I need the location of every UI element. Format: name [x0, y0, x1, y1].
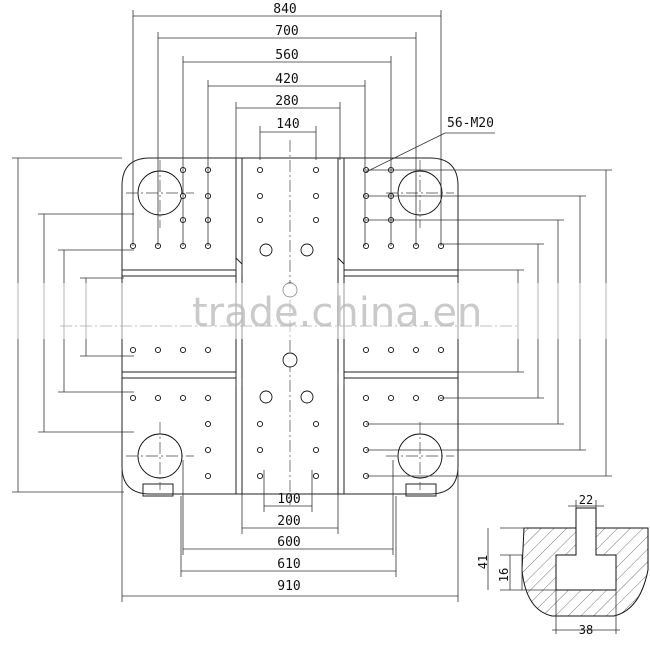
- dim-140: 140: [276, 117, 299, 132]
- threaded-hole: [204, 394, 212, 402]
- dim-560: 560: [275, 48, 298, 63]
- t-slot-detail: 22 41 16 38: [476, 493, 649, 637]
- dim-100: 100: [277, 492, 300, 507]
- platen-outline: [121, 157, 459, 497]
- threaded-hole: [129, 346, 137, 354]
- threaded-hole: [204, 420, 212, 428]
- threaded-hole: [204, 346, 212, 354]
- threaded-hole: [387, 346, 395, 354]
- watermark-text: trade.china.en: [192, 290, 482, 336]
- dim-38: 38: [579, 623, 593, 637]
- dim-600: 600: [277, 535, 300, 550]
- threaded-hole: [256, 446, 264, 454]
- thread-label: 56-M20: [447, 116, 494, 131]
- threaded-hole: [412, 394, 420, 402]
- dim-840: 840: [273, 2, 296, 17]
- dim-420: 420: [275, 72, 298, 87]
- threaded-hole: [312, 472, 320, 480]
- dim-200: 200: [277, 514, 300, 529]
- threaded-hole: [179, 394, 187, 402]
- threaded-hole: [312, 446, 320, 454]
- threaded-hole: [312, 420, 320, 428]
- dim-700: 700: [275, 24, 298, 39]
- dim-16: 16: [497, 568, 511, 582]
- dim-22: 22: [579, 493, 593, 507]
- dim-910: 910: [277, 579, 300, 594]
- threaded-hole: [312, 166, 320, 174]
- thread-callout: 56-M20: [365, 116, 495, 173]
- threaded-hole: [362, 346, 370, 354]
- tie-bar-holes: [126, 160, 454, 490]
- threaded-hole: [362, 242, 370, 250]
- threaded-hole: [154, 394, 162, 402]
- dim-41: 41: [476, 555, 490, 569]
- threaded-hole: [362, 394, 370, 402]
- threaded-hole: [256, 472, 264, 480]
- threaded-hole: [204, 446, 212, 454]
- threaded-hole: [437, 346, 445, 354]
- threaded-hole: [256, 166, 264, 174]
- dim-610: 610: [277, 557, 300, 572]
- threaded-hole: [256, 216, 264, 224]
- dim-280: 280: [275, 94, 298, 109]
- threaded-hole: [256, 192, 264, 200]
- threaded-hole: [387, 394, 395, 402]
- threaded-hole: [129, 394, 137, 402]
- top-dimensions: 840 700 560 420 280 140: [132, 2, 442, 246]
- threaded-hole: [204, 472, 212, 480]
- threaded-hole: [154, 346, 162, 354]
- threaded-hole: [412, 346, 420, 354]
- threaded-hole: [312, 192, 320, 200]
- threaded-hole: [256, 420, 264, 428]
- watermark: trade.china.en: [0, 283, 650, 339]
- threaded-hole: [312, 216, 320, 224]
- threaded-hole: [179, 346, 187, 354]
- bottom-dimensions: 100 200 600 610 910: [121, 460, 459, 602]
